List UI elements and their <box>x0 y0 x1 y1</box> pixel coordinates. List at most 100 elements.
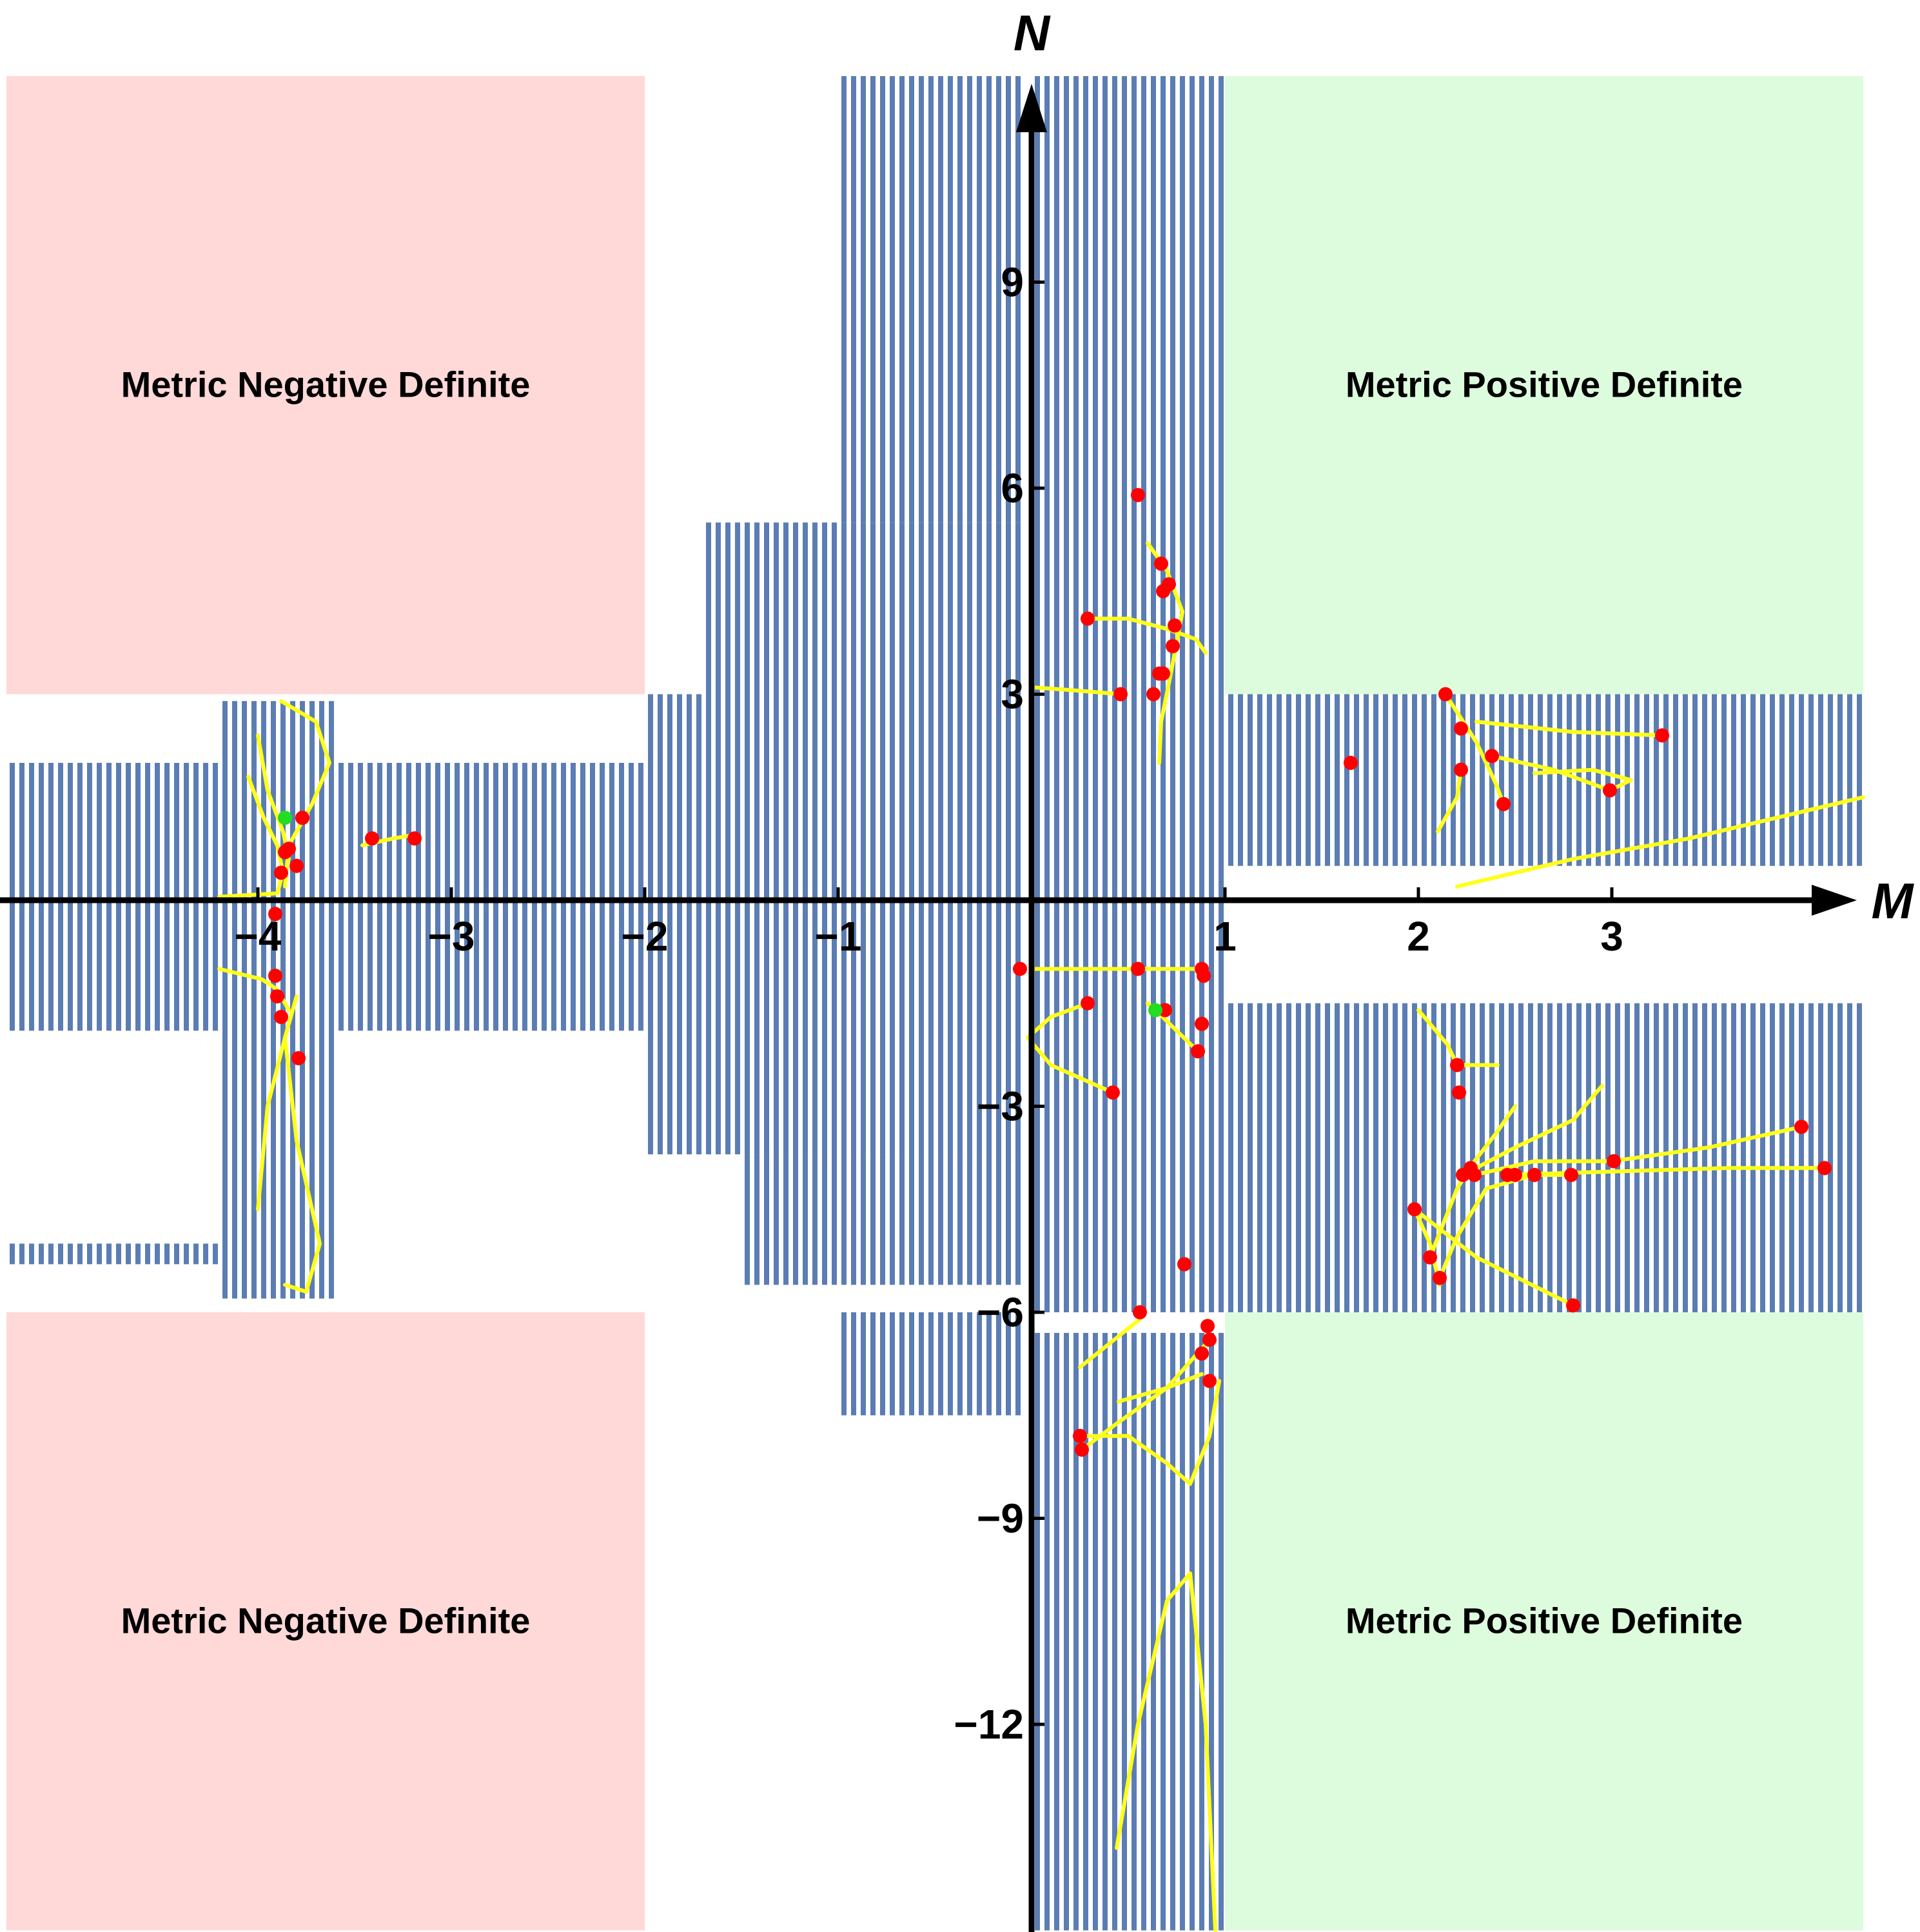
red-point-46 <box>1496 796 1511 811</box>
trajectory-curve-28 <box>1428 1104 1517 1259</box>
x-axis-title: M <box>1872 872 1915 929</box>
red-point-9 <box>274 1010 288 1025</box>
region-label: Metric Negative Definite <box>121 1600 531 1641</box>
red-point-57 <box>1564 1168 1578 1182</box>
red-point-33 <box>1177 1257 1191 1272</box>
red-point-40 <box>1075 1443 1089 1457</box>
red-point-20 <box>1156 666 1170 681</box>
region-1 <box>6 76 645 695</box>
stability-band-7 <box>838 76 1022 523</box>
red-point-2 <box>274 865 288 880</box>
red-point-44 <box>1454 762 1468 777</box>
red-point-17 <box>1168 618 1182 633</box>
red-point-21 <box>1146 687 1161 702</box>
trajectory-curve-16 <box>1078 1379 1221 1486</box>
region-4 <box>1225 1312 1863 1931</box>
stability-band-1 <box>6 763 219 1031</box>
red-point-56 <box>1527 1168 1542 1182</box>
stability-band-8 <box>1032 76 1225 1312</box>
red-point-6 <box>289 858 304 873</box>
red-point-50 <box>1452 1085 1466 1100</box>
y-tick-label: 6 <box>1001 465 1024 511</box>
trajectory-curve-18 <box>1115 1571 1217 1932</box>
x-tick-label: −3 <box>428 913 475 960</box>
region-label: Metric Positive Definite <box>1346 364 1743 404</box>
x-tick-label: 3 <box>1600 913 1623 960</box>
trajectory-curve-8 <box>1030 685 1122 696</box>
stability-band-6 <box>703 522 1022 708</box>
stability-band-3 <box>335 763 645 1031</box>
green-point-1 <box>278 811 292 825</box>
red-point-4 <box>282 842 296 856</box>
red-point-10 <box>291 1050 306 1065</box>
red-point-27 <box>1197 969 1211 983</box>
stability-bands <box>6 76 1863 1931</box>
red-point-35 <box>1200 1319 1215 1334</box>
y-tick-label: −9 <box>977 1495 1024 1542</box>
red-point-7 <box>268 969 282 983</box>
red-point-60 <box>1817 1161 1832 1176</box>
trajectory-curve-22 <box>1490 754 1633 793</box>
red-point-49 <box>1450 1058 1464 1072</box>
trajectory-curve-12 <box>1026 1001 1115 1095</box>
red-point-8 <box>270 989 284 1004</box>
red-point-23 <box>1113 687 1128 702</box>
trajectory-curve-31 <box>1438 1173 1573 1280</box>
trajectory-curve-20 <box>1436 767 1463 834</box>
red-point-5 <box>295 811 309 825</box>
data-points <box>268 488 1832 1457</box>
red-point-32 <box>1106 1085 1120 1100</box>
stability-band-11 <box>1225 694 1863 866</box>
region-3 <box>6 1312 645 1931</box>
y-tick-label: −3 <box>977 1083 1024 1130</box>
red-point-48 <box>1655 728 1669 743</box>
red-point-31 <box>1191 1044 1205 1059</box>
trajectory-curve-23 <box>1455 795 1865 889</box>
red-point-28 <box>1081 996 1095 1010</box>
red-point-58 <box>1607 1154 1621 1168</box>
stability-band-4 <box>6 1243 219 1265</box>
y-axis-arrowhead <box>1016 84 1047 132</box>
red-point-30 <box>1195 1016 1209 1031</box>
red-point-64 <box>1566 1298 1580 1313</box>
red-point-53 <box>1467 1168 1482 1182</box>
trajectory-curve-29 <box>1413 1207 1575 1308</box>
red-point-11 <box>365 831 379 846</box>
y-axis-title: N <box>1014 5 1051 61</box>
red-point-12 <box>407 831 422 846</box>
red-point-36 <box>1202 1332 1217 1347</box>
trajectory-curve-19 <box>1444 692 1505 806</box>
stability-band-9 <box>1032 1332 1225 1931</box>
x-tick-label: 1 <box>1213 913 1237 960</box>
x-tick-label: 2 <box>1407 913 1430 960</box>
red-point-24 <box>1013 961 1027 976</box>
red-point-13 <box>1131 488 1145 502</box>
x-axis-arrowhead <box>1812 885 1857 916</box>
red-point-1 <box>268 907 282 922</box>
stability-band-5 <box>645 694 1022 1155</box>
red-point-41 <box>1344 756 1358 770</box>
red-point-63 <box>1433 1270 1447 1285</box>
red-point-18 <box>1166 638 1180 653</box>
trajectory-curve-6 <box>256 994 299 1212</box>
region-2 <box>1225 76 1863 695</box>
green-point-2 <box>1148 1003 1162 1018</box>
stability-band-13 <box>741 1154 1022 1285</box>
red-point-62 <box>1423 1250 1437 1265</box>
trajectory-curve-25 <box>1461 1083 1604 1177</box>
trajectory-curve-9 <box>1086 616 1208 655</box>
red-point-42 <box>1438 687 1453 702</box>
red-point-39 <box>1073 1428 1087 1443</box>
y-tick-label: −12 <box>954 1701 1024 1748</box>
x-tick-label: −1 <box>815 913 862 960</box>
red-point-43 <box>1454 721 1468 736</box>
red-point-25 <box>1131 961 1145 976</box>
x-tick-label: −4 <box>235 913 282 960</box>
trajectory-curve-1 <box>217 774 285 899</box>
red-point-34 <box>1133 1305 1147 1319</box>
region-label: Metric Positive Definite <box>1346 1600 1743 1641</box>
red-point-45 <box>1485 749 1499 764</box>
